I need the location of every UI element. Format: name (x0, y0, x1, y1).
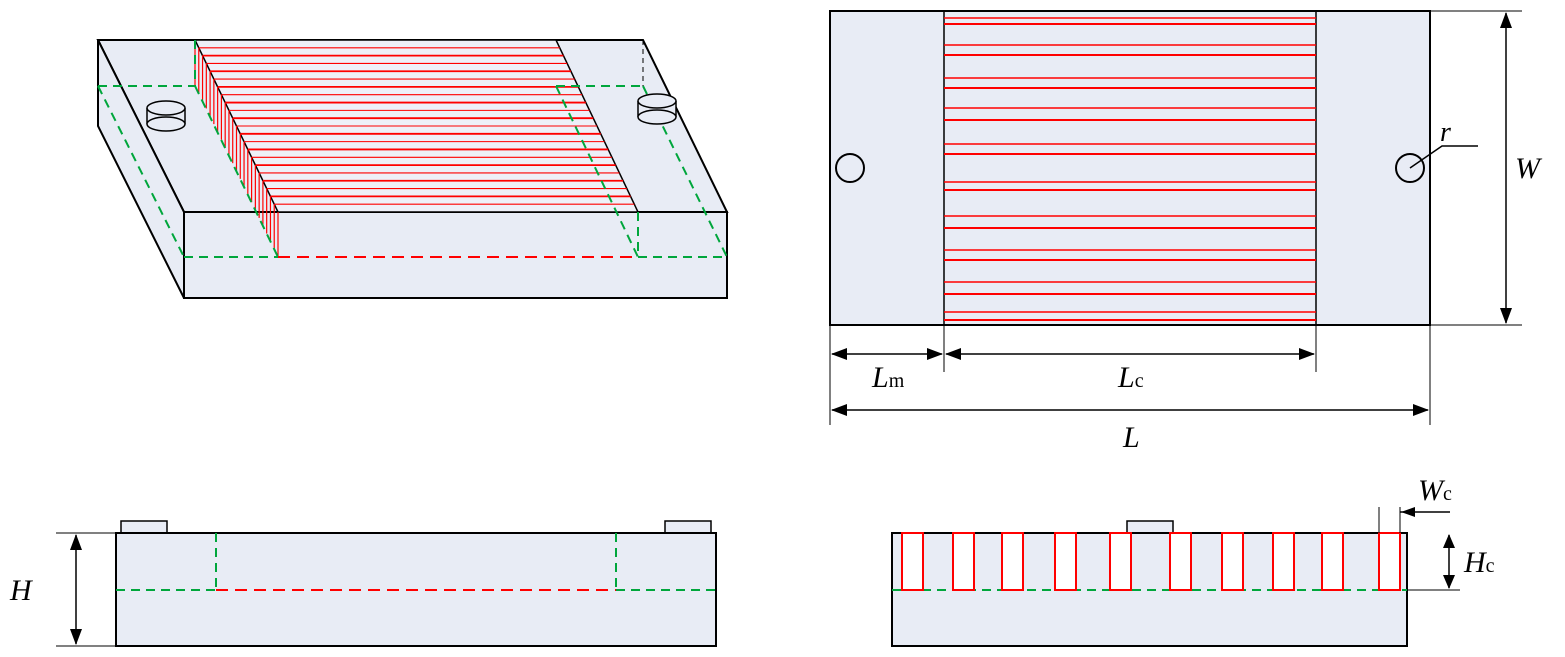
section-channel (1272, 532, 1295, 591)
top-view-hole-left (835, 153, 865, 183)
label-hc: Hc (1463, 546, 1495, 579)
label-r: r (1440, 117, 1451, 148)
side-view: H (9, 520, 717, 647)
section-channel (1169, 532, 1192, 591)
section-pin (1126, 520, 1174, 534)
side-pin-left (120, 520, 168, 534)
section-channel (1054, 532, 1077, 591)
section-channel (901, 532, 924, 591)
label-lc: Lc (1117, 361, 1144, 394)
iso-pin-left (146, 100, 186, 132)
side-pin-right (664, 520, 712, 534)
section-channel (952, 532, 975, 591)
section-channel (1221, 532, 1244, 591)
label-h: H (9, 574, 34, 607)
section-channel (1321, 532, 1344, 591)
iso-pin-right (637, 93, 677, 125)
cross-section-view: Wc Hc (891, 474, 1495, 647)
section-channel (1109, 532, 1132, 591)
top-view-body (829, 10, 1431, 326)
top-view-hole-right (1395, 153, 1425, 183)
isometric-view (96, 39, 729, 299)
label-lm: Lm (871, 361, 905, 394)
cross-section-channels (901, 532, 1401, 591)
iso-front-face (183, 211, 728, 299)
top-view: r W Lm Lc L (829, 10, 1543, 454)
label-l: L (1122, 421, 1140, 454)
label-w: W (1515, 152, 1543, 185)
section-channel (1378, 532, 1401, 591)
section-channel (1001, 532, 1024, 591)
iso-channel-lines (198, 47, 635, 205)
label-wc: Wc (1418, 474, 1452, 507)
top-view-channel-lines (944, 17, 1316, 321)
